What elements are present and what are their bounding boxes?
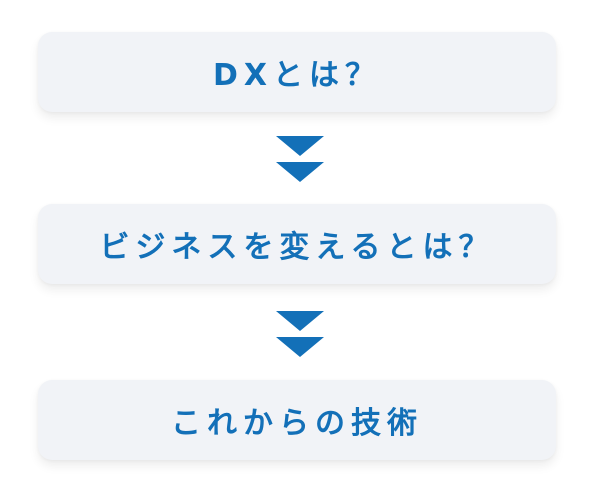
step-box-technology: これからの技術	[38, 380, 556, 460]
step-label: DXとは？	[212, 58, 382, 93]
triangle-down-icon	[276, 311, 324, 331]
triangle-down-icon	[276, 337, 324, 357]
step-label: これからの技術	[171, 406, 423, 441]
step-label: ビジネスを変えるとは？	[99, 230, 495, 265]
triangle-down-icon	[276, 136, 324, 156]
triangle-down-icon	[276, 162, 324, 182]
step-box-dx: DXとは？	[38, 32, 556, 112]
step-box-business: ビジネスを変えるとは？	[38, 204, 556, 284]
